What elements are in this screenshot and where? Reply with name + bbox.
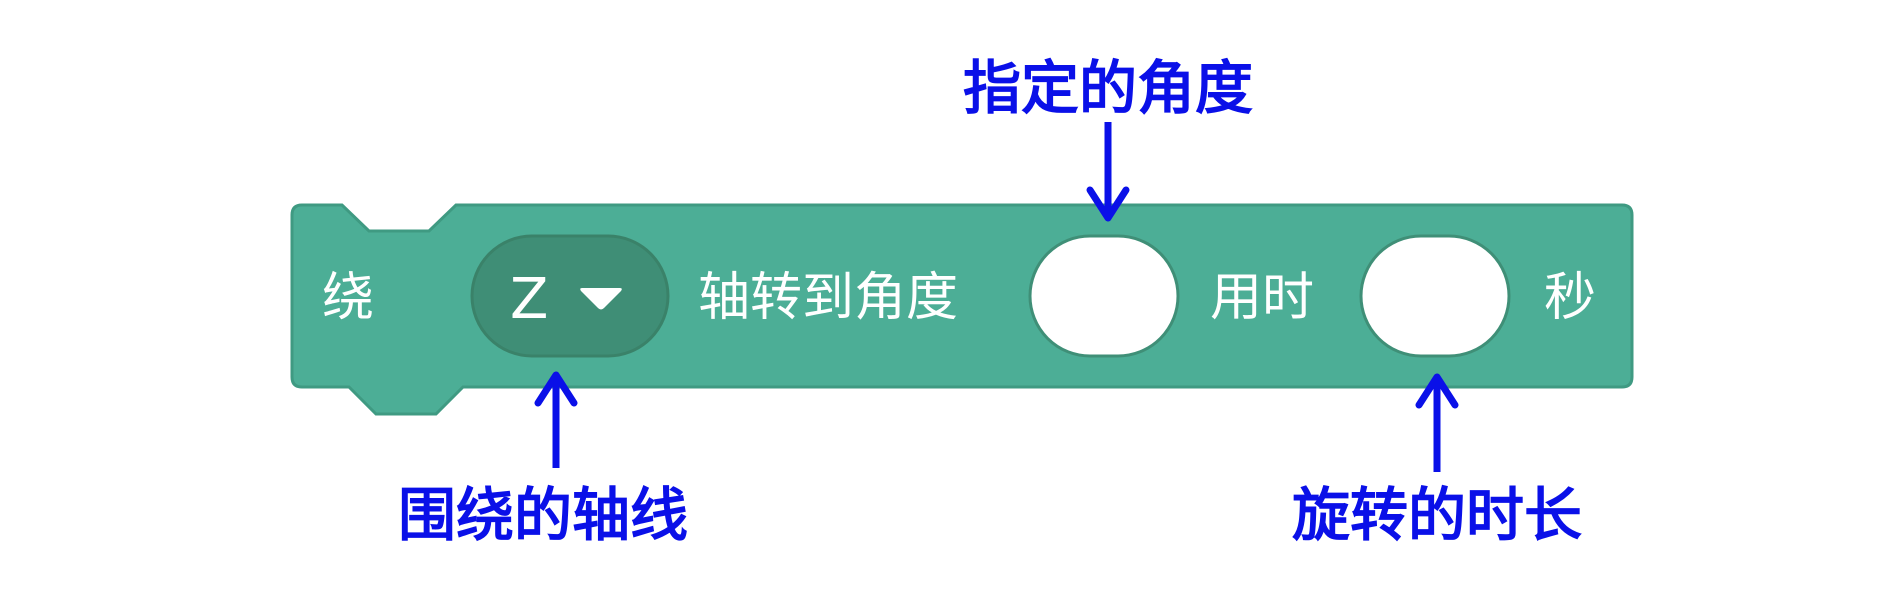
rotate-axis-to-angle-block[interactable]: 绕 Z 轴转到角度 用时 秒 <box>290 203 1634 416</box>
label-rotate-to-angle: 轴转到角度 <box>698 268 958 328</box>
duration-input-field[interactable] <box>1359 234 1511 358</box>
callout-axis: 围绕的轴线 <box>398 371 688 549</box>
axis-dropdown-background[interactable] <box>470 234 670 358</box>
up-arrow-icon <box>1415 373 1459 409</box>
down-arrow-icon <box>1086 186 1130 222</box>
callout-duration-text: 旋转的时长 <box>1292 481 1582 549</box>
callout-axis-text: 围绕的轴线 <box>398 481 688 549</box>
angle-input-field[interactable] <box>1028 234 1180 358</box>
angle-input[interactable] <box>1028 234 1180 358</box>
axis-dropdown[interactable]: Z <box>470 234 670 358</box>
callout-duration: 旋转的时长 <box>1292 373 1582 549</box>
caret-down-icon <box>580 288 622 310</box>
up-arrow-icon <box>534 371 578 407</box>
axis-dropdown-value: Z <box>510 267 548 332</box>
duration-input[interactable] <box>1359 234 1511 358</box>
label-seconds: 秒 <box>1544 268 1596 328</box>
label-around: 绕 <box>322 268 374 328</box>
callout-angle-text: 指定的角度 <box>963 54 1253 122</box>
callout-angle: 指定的角度 <box>963 54 1253 222</box>
label-taking: 用时 <box>1210 268 1314 328</box>
